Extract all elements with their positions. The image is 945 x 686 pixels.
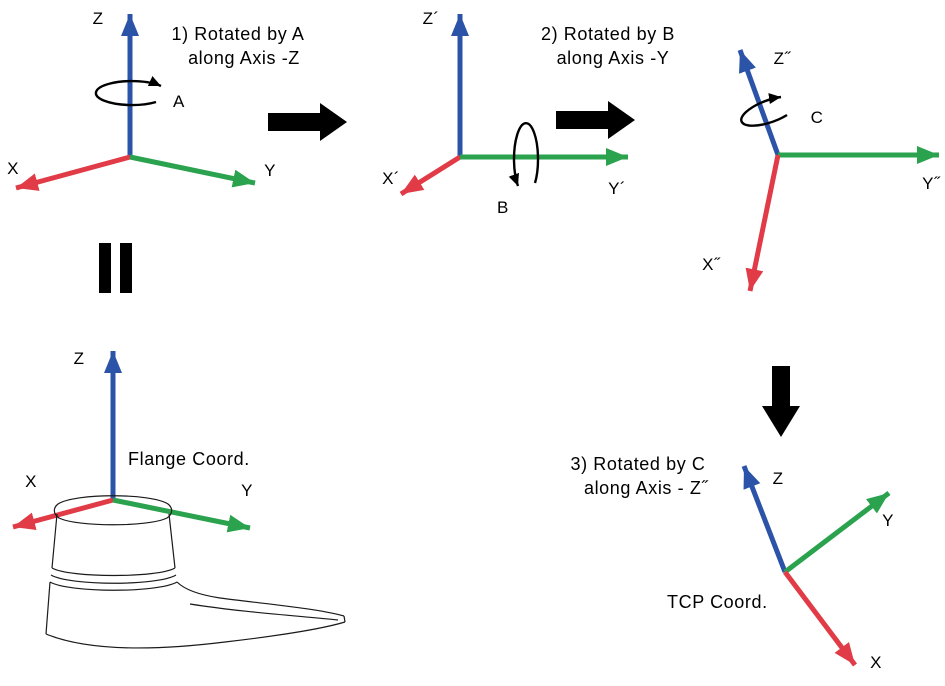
equivalence-icon [99,243,132,293]
frame3-rotation-arrow [740,93,788,127]
tcp-y-label: Y [882,511,894,530]
arm-bottom-contour [45,621,346,649]
frame2-x-axis [399,154,462,197]
tcp-x-axis [783,570,857,667]
frame1-x-axis [15,154,131,191]
flange-lower-left [45,581,51,635]
flange-y-label: Y [241,481,253,500]
flange-caption: Flange Coord. [128,449,250,469]
transition-arrow-right-2 [556,101,635,139]
flange-x-label: X [25,472,37,491]
flange-z-label: Z [74,349,85,368]
tcp-x-label: X [870,653,882,672]
frame1-z-label: Z [93,9,104,28]
frame3-x-axis [745,154,781,292]
flange-groove-3 [49,581,178,591]
frame3-z-label: Z˝ [774,49,792,68]
tcp-caption: TCP Coord. [667,592,768,612]
arm-top-contour [176,581,345,617]
tcp-y-axis [783,491,891,574]
tcp-z-axis [741,465,788,573]
frame1-y-label: Y [264,161,276,180]
step1-title-line1: 1) Rotated by A [171,24,304,44]
frame3-rotation-label: C [811,108,824,127]
flange-x-axis [12,497,114,530]
step3-title-line1: 3) Rotated by C [570,454,705,474]
flange-right-side [168,513,176,569]
flange-y-axis [112,497,251,533]
step1-title-line2: along Axis -Z [188,48,300,68]
step2-title-line2: along Axis -Y [557,48,670,68]
robot-flange-drawing [45,495,346,649]
frame2-z-label: Z´ [423,9,440,28]
arm-inner-line [189,603,339,621]
frame1-rotation-label: A [173,92,185,111]
tcp-z-label: Z [773,469,784,488]
frame2-rotation-arrow [508,122,540,187]
tcp-coordinate-system: Z Y X TCP Coord. 3) Rotated by C along A… [570,454,893,672]
arm-right-edge [343,615,346,623]
flange-coordinate-system: Z X Y Flange Coord. [12,349,346,649]
transition-arrow-right-1 [268,103,347,141]
frame2-rotation-label: B [497,198,509,217]
transition-arrow-down [762,366,800,437]
frame1-x-label: X [7,159,19,178]
equivalence-bar-left [99,243,111,293]
frame1-rotation-arrow [94,76,162,107]
frame1-coordinate-system: Z X Y A 1) Rotated by A along Axis -Z [7,9,304,191]
frame3-y-label: Y˝ [922,174,941,193]
frame3-coordinate-system: Z˝ Y˝ X˝ C [702,49,941,292]
step2-title-line1: 2) Rotated by B [541,24,675,44]
frame2-coordinate-system: Z´ X´ Y´ B 2) Rotated by B along Axis -Y [382,9,675,217]
flange-groove-2 [50,574,177,584]
frame2-x-label: X´ [382,169,400,188]
frame2-y-label: Y´ [608,179,626,198]
frame1-y-axis [129,154,256,188]
flange-left-side [51,513,58,569]
flange-groove-1 [51,567,176,577]
equivalence-bar-right [120,243,132,293]
frame3-x-label: X˝ [702,255,721,274]
step3-title-line2: along Axis - Z˝ [584,478,708,498]
